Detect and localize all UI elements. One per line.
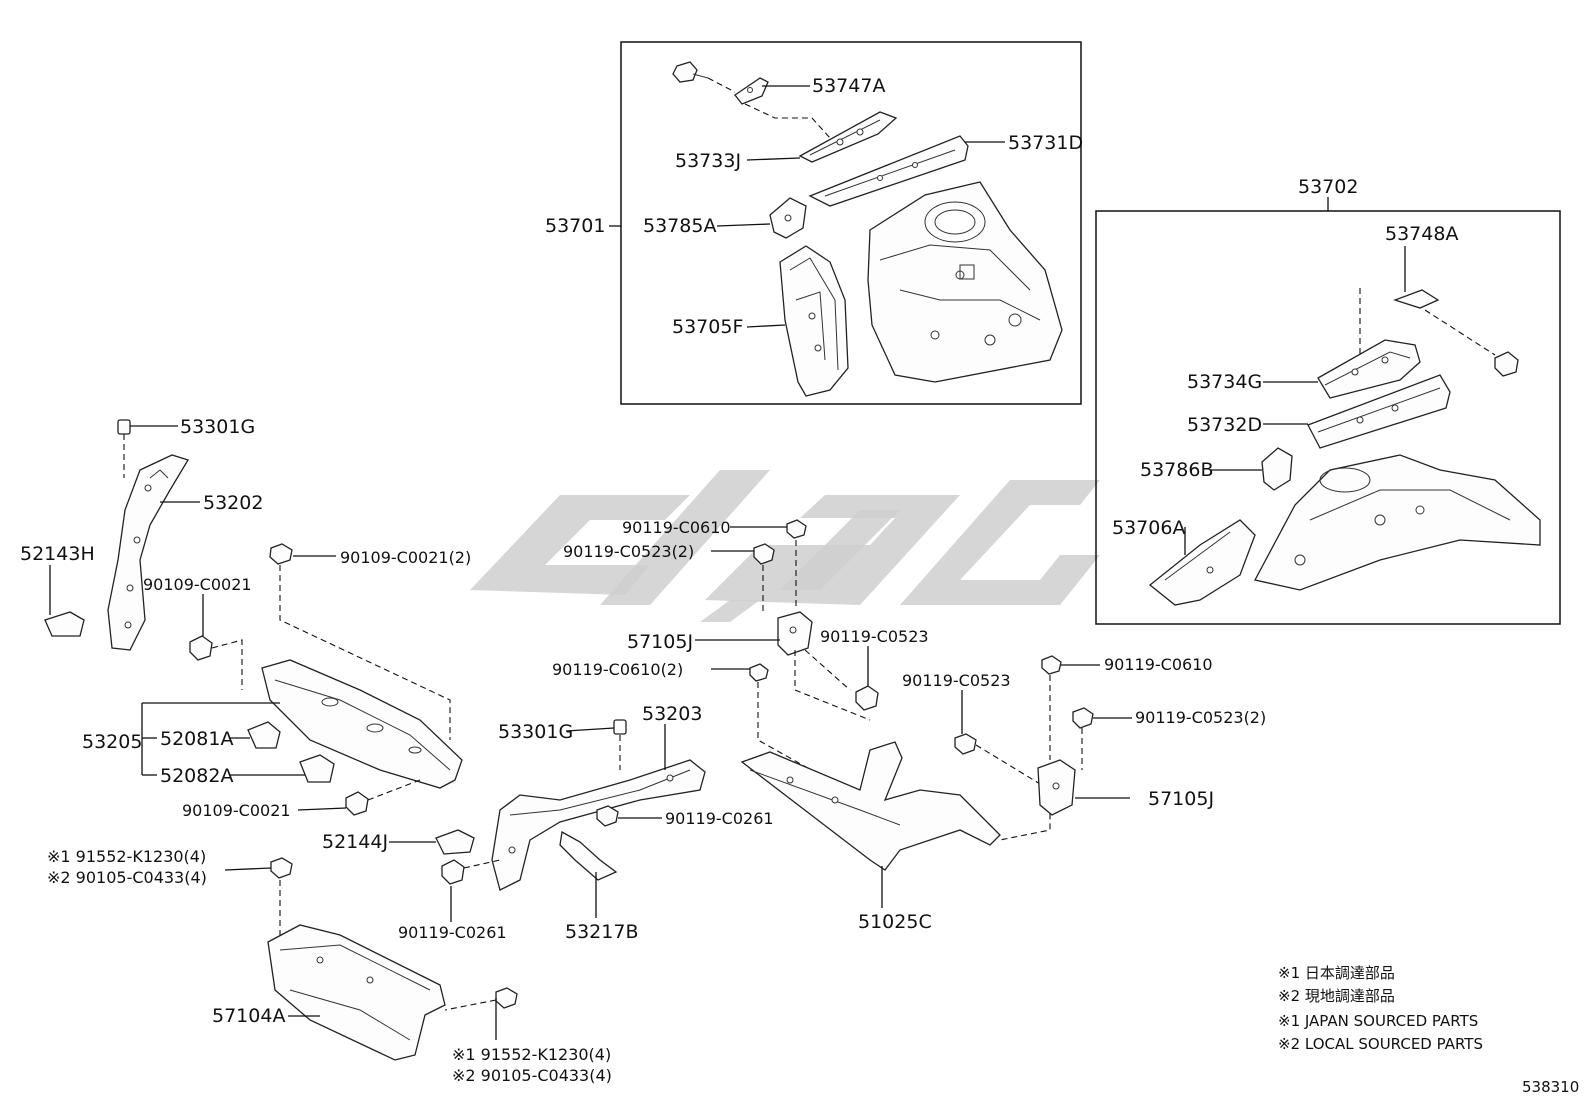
label-90119-C0610-2: 90119-C0610(2) [552, 660, 683, 679]
label-52143H: 52143H [20, 543, 95, 565]
label-53203: 53203 [642, 703, 702, 725]
part-53748A-drawing [1393, 289, 1440, 309]
label-90119-C0523-2a: 90119-C0523(2) [563, 542, 694, 561]
part-52081A-drawing [247, 721, 281, 749]
part-53785A-drawing [769, 197, 807, 239]
bolt-icon [441, 859, 465, 885]
part-53706A-drawing [1148, 519, 1256, 606]
part-51025C-drawing [740, 741, 1001, 871]
label-90109-C0021-a: 90109-C0021 [143, 575, 252, 594]
label-53702: 53702 [1298, 176, 1358, 198]
label-bolt-bottom-note2: ※2 90105-C0433(4) [452, 1066, 612, 1085]
part-57105J-right-drawing [1037, 759, 1076, 816]
label-52082A: 52082A [160, 765, 233, 787]
label-53731D: 53731D [1008, 132, 1083, 154]
part-fender-apron-right-drawing [1254, 454, 1541, 591]
bolt-icon [1041, 655, 1062, 675]
bolt-icon [596, 805, 619, 827]
label-53706A: 53706A [1112, 517, 1185, 539]
part-53217B-drawing [559, 830, 618, 881]
label-90119-C0523-a: 90119-C0523 [820, 627, 929, 646]
bolt-icon [855, 685, 879, 711]
part-53205-drawing [261, 659, 463, 789]
label-53301G-top: 53301G [180, 416, 255, 438]
label-53217B: 53217B [565, 921, 638, 943]
bolt-icon [345, 791, 369, 816]
part-57105J-left-drawing [777, 611, 813, 656]
group-frame-53701 [620, 41, 1082, 405]
label-90119-C0261-a: 90119-C0261 [665, 809, 774, 828]
label-90119-C0261-b: 90119-C0261 [398, 923, 507, 942]
label-53748A: 53748A [1385, 223, 1458, 245]
part-53202-drawing [107, 454, 189, 651]
label-53705F: 53705F [672, 316, 743, 338]
label-53747A: 53747A [812, 75, 885, 97]
label-57105J-left: 57105J [627, 631, 693, 653]
bolt-icon [269, 543, 293, 565]
bolt-icon [753, 543, 775, 565]
label-53734G: 53734G [1187, 371, 1262, 393]
label-57105J-right: 57105J [1148, 788, 1214, 810]
label-90119-C0523-2b: 90119-C0523(2) [1135, 708, 1266, 727]
bolt-icon [672, 61, 709, 83]
legend-note-3: ※1 JAPAN SOURCED PARTS [1278, 1012, 1478, 1030]
diagram-id: 538310 [1522, 1078, 1579, 1096]
label-90119-C0610-b: 90119-C0610 [1104, 655, 1213, 674]
label-53205: 53205 [82, 731, 142, 753]
part-57104A-drawing [267, 924, 446, 1061]
bolt-icon [954, 733, 977, 755]
label-53301G-mid: 53301G [498, 721, 573, 743]
part-53786B-drawing [1261, 447, 1293, 491]
label-57104A: 57104A [212, 1005, 285, 1027]
label-bolt-top-note1: ※1 91552-K1230(4) [47, 847, 206, 866]
watermark-logo [470, 470, 1100, 622]
label-53202: 53202 [203, 492, 263, 514]
part-53301G-mid-drawing [613, 719, 627, 735]
bolt-icon [1072, 707, 1094, 729]
legend-note-1: ※1 日本調達部品 [1278, 964, 1395, 982]
label-90119-C0610-a: 90119-C0610 [622, 518, 731, 537]
bolt-icon [1494, 351, 1519, 377]
part-fender-apron-left-drawing [867, 181, 1063, 383]
label-53785A: 53785A [643, 215, 716, 237]
label-51025C: 51025C [858, 911, 932, 933]
label-52081A: 52081A [160, 728, 233, 750]
label-53733J: 53733J [675, 150, 741, 172]
bolt-icon [495, 987, 518, 1009]
bolt-icon [189, 635, 213, 661]
label-bolt-bottom-note1: ※1 91552-K1230(4) [452, 1045, 611, 1064]
part-53734G-drawing [1317, 339, 1421, 399]
part-53731D-drawing [808, 135, 969, 207]
part-53705F-drawing [779, 245, 849, 397]
label-90109-C0021-b: 90109-C0021 [182, 801, 291, 820]
legend-note-2: ※2 現地調達部品 [1278, 987, 1395, 1005]
bolt-icon [786, 519, 807, 539]
part-53203-drawing [491, 759, 706, 891]
bolt-icon [749, 663, 769, 682]
bolt-icon [270, 857, 293, 879]
part-52144J-drawing [435, 829, 475, 855]
label-90119-C0523-b: 90119-C0523 [902, 671, 1011, 690]
label-90109-C0021-2: 90109-C0021(2) [340, 548, 471, 567]
leader-lines [49, 85, 1406, 1040]
label-53701: 53701 [545, 215, 605, 237]
part-53301G-top-drawing [117, 419, 131, 435]
label-53732D: 53732D [1187, 414, 1262, 436]
part-52143H-drawing [44, 611, 85, 637]
legend-note-4: ※2 LOCAL SOURCED PARTS [1278, 1035, 1483, 1053]
part-53733J-drawing [798, 111, 898, 163]
label-52144J: 52144J [322, 831, 388, 853]
label-bolt-top-note2: ※2 90105-C0433(4) [47, 868, 207, 887]
part-53732D-drawing [1307, 374, 1451, 449]
label-53786B: 53786B [1140, 459, 1213, 481]
sourcing-legend: ※1 日本調達部品 ※2 現地調達部品 ※1 JAPAN SOURCED PAR… [1278, 964, 1483, 1053]
part-53747A-drawing [734, 77, 769, 105]
part-52082A-drawing [299, 754, 335, 783]
